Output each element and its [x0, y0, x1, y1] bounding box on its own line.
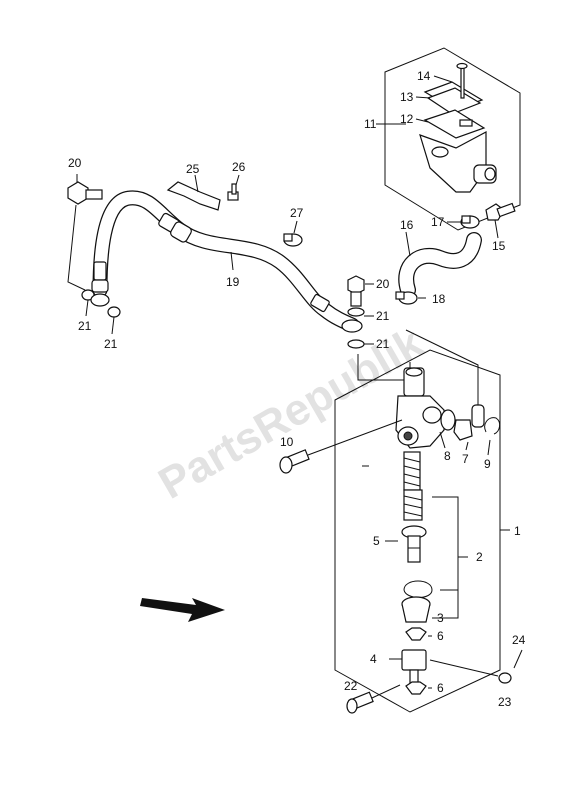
callout-2: 2: [476, 550, 483, 564]
clamp-18-part: [395, 291, 418, 305]
clamp-17-part: [460, 215, 480, 229]
pushrod-4-part: [401, 649, 427, 685]
callout-24: 24: [512, 633, 526, 647]
callout-21-right-b: 21: [376, 337, 390, 351]
nut-6-bottom: [405, 681, 427, 695]
nut-6-top: [405, 627, 427, 641]
callout-5: 5: [373, 534, 380, 548]
callout-13: 13: [400, 90, 414, 104]
callout-16: 16: [400, 218, 414, 232]
callout-3: 3: [437, 611, 444, 625]
callout-10: 10: [280, 435, 294, 449]
callout-21-right-a: 21: [376, 309, 390, 323]
callout-18: 18: [432, 292, 446, 306]
callout-23: 23: [498, 695, 512, 709]
bolt-26-part: [227, 183, 239, 201]
callout-21-left-b: 21: [104, 337, 118, 351]
callout-15: 15: [492, 239, 506, 253]
connector-7-part: [453, 404, 485, 441]
clip-27-part: [283, 233, 303, 247]
callout-6-bottom: 6: [437, 681, 444, 695]
callout-25: 25: [186, 162, 200, 176]
circlip-9-part: [484, 417, 501, 435]
callout-20-left: 20: [68, 156, 82, 170]
callout-17: 17: [431, 215, 445, 229]
reservoir-box-outline: [384, 47, 521, 231]
o-ring-8: [440, 409, 456, 431]
master-cylinder-box-outline: [334, 349, 501, 713]
callout-22: 22: [344, 679, 358, 693]
washer-21c: [347, 307, 365, 317]
boot-3-part: [401, 596, 431, 623]
callout-11: 11: [364, 117, 377, 131]
circlip-ring-part: [403, 580, 433, 598]
master-cylinder-body: [395, 367, 445, 449]
callout-27: 27: [290, 206, 304, 220]
banjo-bolt-20-right: [347, 275, 365, 307]
watermark: PartsRepublik: [151, 318, 432, 509]
callout-14: 14: [417, 69, 431, 83]
hose-clamp-25: [166, 181, 221, 211]
washer-23-part: [498, 672, 512, 684]
callout-26: 26: [232, 160, 246, 174]
piston-5-part: [401, 525, 427, 563]
callout-8: 8: [444, 449, 451, 463]
direction-arrow: [140, 598, 225, 622]
bolt-10-part: [279, 449, 310, 474]
banjo-bolt-20-left: [67, 181, 103, 205]
reservoir-tank: [419, 81, 497, 193]
hose-grommet: [158, 212, 192, 243]
callout-12: 12: [400, 112, 414, 126]
hose-fitting-right: [310, 293, 363, 333]
callout-21-left-a: 21: [78, 319, 92, 333]
callout-6-top: 6: [437, 629, 444, 643]
callout-9: 9: [484, 457, 491, 471]
cotter-pin-24: [513, 649, 523, 669]
callout-4: 4: [370, 652, 377, 666]
bolt-15-part: [485, 202, 516, 221]
callout-7: 7: [462, 452, 469, 466]
hose-fitting-left: [90, 261, 110, 307]
pin-22-part: [346, 691, 374, 714]
callout-20-right: 20: [376, 277, 390, 291]
screw-14-part: [456, 62, 468, 99]
washer-21b: [107, 306, 121, 318]
callout-1: 1: [514, 524, 521, 538]
washer-21d: [347, 339, 365, 349]
callout-19: 19: [226, 275, 240, 289]
spring-part: [403, 451, 423, 521]
